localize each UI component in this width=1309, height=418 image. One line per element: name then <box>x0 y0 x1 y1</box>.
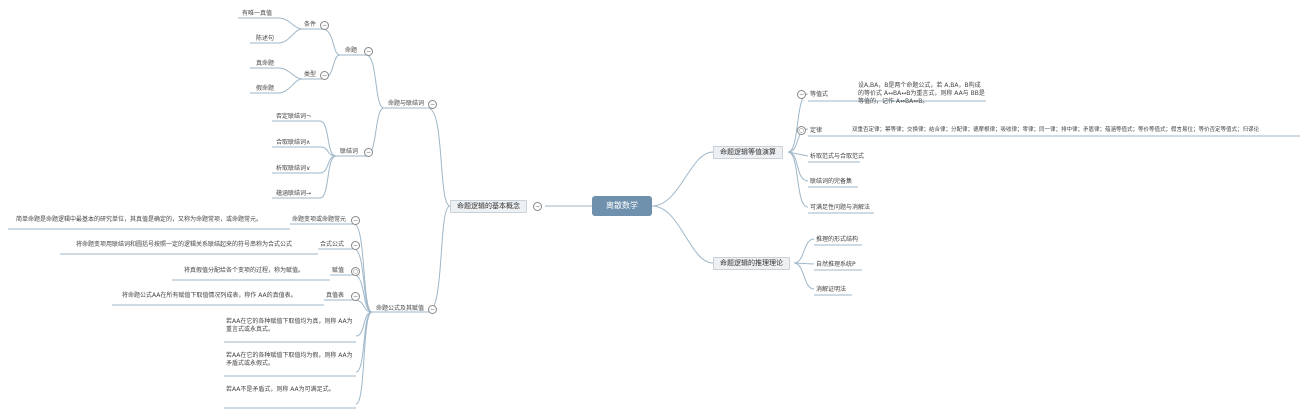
node-types[interactable]: 类型 <box>304 71 317 78</box>
edge-f1 <box>353 223 373 313</box>
label-normal-form[interactable]: 析取范式与合取范式 <box>810 153 865 160</box>
text-prop-const: 简单命题是命题逻辑中最基本的研究单位，其真值是确定的，又称为命题常项，或命题常元… <box>16 216 263 223</box>
edge-c2 <box>277 28 303 44</box>
edge-eq-complete <box>787 151 809 182</box>
edge-c1 <box>277 17 303 30</box>
node-prop-connective[interactable]: 命题与联结词 <box>388 100 425 107</box>
collapse-toggle-icon[interactable]: − <box>351 216 360 225</box>
edge-re-1 <box>793 238 815 264</box>
label-assign[interactable]: 赋值 <box>332 267 345 274</box>
leaf-false-prop[interactable]: 假命题 <box>256 85 275 92</box>
collapse-toggle-icon[interactable]: − <box>364 148 373 157</box>
label-prop-const[interactable]: 命题变项或命题常元 <box>292 216 347 223</box>
edge-f2 <box>353 248 373 313</box>
collapse-toggle-icon[interactable]: − <box>428 305 437 314</box>
text-equiv-def: 设A,BA，B是两个命题公式，若 A,BA，B构成的等价式 A↔BA↔B为重言式… <box>858 82 985 105</box>
collapse-toggle-icon[interactable]: − <box>351 241 360 250</box>
edge-t1 <box>277 67 303 80</box>
collapse-toggle-icon[interactable]: − <box>320 71 329 80</box>
text-wff: 将命题变项用联结词和圆括号按照一定的逻辑关系联结起来的符号串称为合式公式 <box>76 241 293 248</box>
edge-f5 <box>355 311 373 337</box>
label-laws[interactable]: 定律 <box>810 127 823 134</box>
edge-n4 <box>319 155 337 199</box>
node-formula-assignment[interactable]: 命题公式及其赋值 <box>376 305 425 312</box>
edge-n1 <box>319 120 337 157</box>
leaf-disjunction[interactable]: 析取联结词∨ <box>276 165 311 172</box>
edge-t2 <box>277 78 303 94</box>
edge-left-prop <box>427 107 451 207</box>
label-reasoning-3[interactable]: 消解证明法 <box>816 286 847 293</box>
text-truth-table: 将命题公式AA在所有赋值下取值情况列成表，称作 AA的真值表。 <box>122 292 297 299</box>
collapse-toggle-icon[interactable]: − <box>364 47 373 56</box>
label-wff[interactable]: 合式公式 <box>320 241 345 248</box>
leaf-true-prop[interactable]: 真命题 <box>256 60 275 67</box>
collapse-toggle-icon[interactable]: − <box>533 202 542 211</box>
node-basic-concepts[interactable]: 命题逻辑的基本概念 <box>450 200 527 213</box>
edge-root-equivalence <box>651 151 714 207</box>
collapse-toggle-icon[interactable]: ○ <box>351 267 360 276</box>
leaf-implication[interactable]: 蕴涵联结词→ <box>276 190 312 197</box>
text-assign: 将真假值分配给各个变项的过程，称为赋值。 <box>184 267 305 274</box>
edge-re-3 <box>793 262 815 290</box>
node-connectives[interactable]: 联结词 <box>340 148 359 155</box>
root-node[interactable]: 离散数学 <box>592 196 652 216</box>
label-complete-set[interactable]: 联结词的完备集 <box>810 178 853 185</box>
leaf-declarative[interactable]: 陈述句 <box>256 35 275 42</box>
collapse-toggle-icon[interactable]: ○ <box>797 126 806 135</box>
text-laws: 双重否定律；幂等律；交换律；结合律；分配律；德摩根律；吸收律；零律；同一律；排中… <box>852 127 1260 133</box>
edge-prop <box>365 54 385 109</box>
leaf-conjunction[interactable]: 合取联结词∧ <box>276 139 311 146</box>
edge-re-2 <box>793 262 815 265</box>
edge-f3 <box>353 274 373 313</box>
edge-eq-equiv <box>787 93 809 153</box>
collapse-toggle-icon[interactable]: − <box>320 21 329 30</box>
collapse-toggle-icon[interactable]: − <box>797 90 806 99</box>
leaf-unique-truth[interactable]: 有唯一真值 <box>242 10 273 17</box>
edge-f7 <box>355 311 373 405</box>
label-reasoning-1[interactable]: 推理的形式结构 <box>816 236 859 243</box>
edge-cond <box>321 28 341 56</box>
text-tautology: 若AA在它的各种赋值下取值均为真，则称 AA为重言式或永真式。 <box>226 318 353 333</box>
text-satisfiable: 若AA不是矛盾式，则称 AA为可满足式。 <box>226 386 335 393</box>
leaf-negation[interactable]: 否定联结词¬ <box>276 113 312 120</box>
edge-n2 <box>319 146 337 157</box>
edge-eq-circuit <box>787 151 809 208</box>
node-reasoning[interactable]: 命题逻辑的推理理论 <box>713 257 790 270</box>
collapse-toggle-icon[interactable]: − <box>351 292 360 301</box>
label-equiv[interactable]: 等值式 <box>810 91 829 98</box>
text-contradiction: 若AA在它的各种赋值下取值均为假，则称 AA为矛盾式或永假式。 <box>226 352 353 367</box>
node-equivalence[interactable]: 命题逻辑等值演算 <box>713 146 783 159</box>
node-proposition[interactable]: 命题 <box>345 47 358 54</box>
label-circuit[interactable]: 可满足性问题与消解法 <box>810 204 871 211</box>
edge-root-reasoning <box>651 205 714 264</box>
collapse-toggle-icon[interactable]: − <box>428 100 437 109</box>
label-truth-table[interactable]: 真值表 <box>326 292 345 299</box>
edge-left-formula <box>427 205 451 313</box>
edge-n3 <box>319 155 337 174</box>
label-reasoning-2[interactable]: 自然推理系统P <box>816 261 856 268</box>
node-conditions[interactable]: 条件 <box>304 21 317 28</box>
